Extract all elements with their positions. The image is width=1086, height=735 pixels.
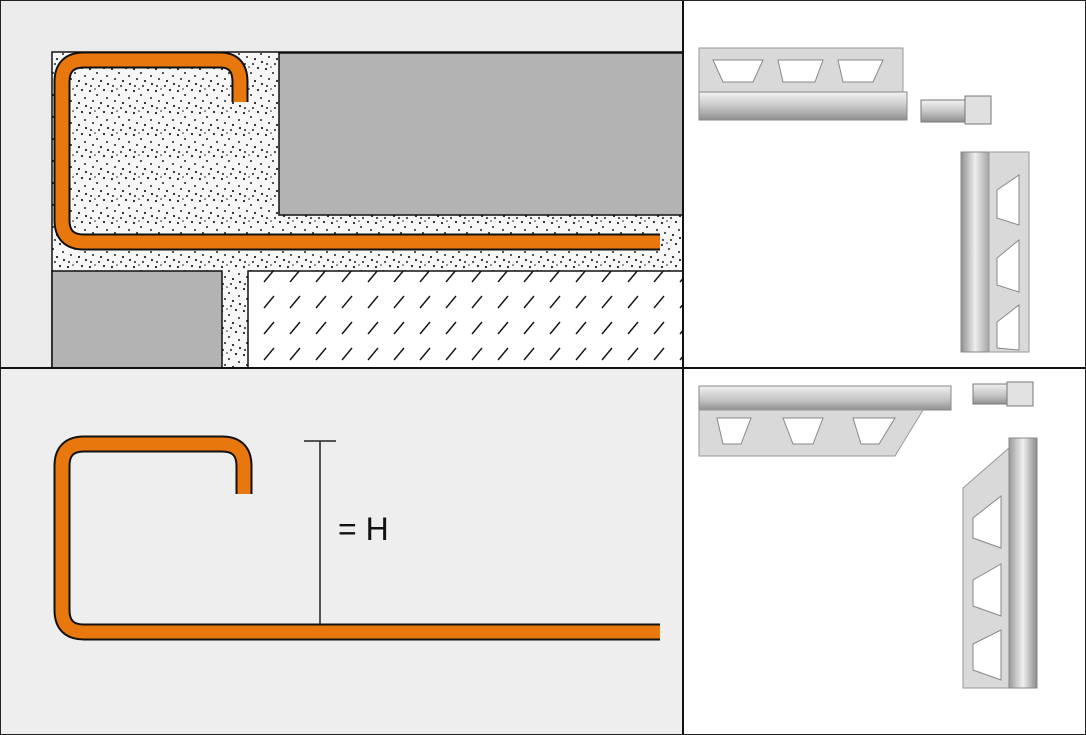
installation-section-drawing	[51, 51, 683, 368]
panel-divider-horizontal	[0, 367, 1086, 369]
profile-corner-photo-top	[698, 47, 1030, 353]
lower-tile	[51, 270, 223, 368]
profile-corner-photo-bottom	[698, 381, 1038, 689]
corner-piece	[920, 95, 992, 125]
vertical-profile	[960, 151, 1030, 353]
upper-tile	[278, 52, 683, 216]
horizontal-profile	[698, 385, 952, 457]
profile-dimension-panel: = H	[0, 368, 683, 735]
installation-section-panel	[0, 0, 683, 368]
corner-piece	[972, 381, 1034, 407]
product-photo-bottom	[683, 368, 1086, 735]
vertical-profile	[962, 437, 1038, 689]
substrate	[247, 270, 683, 368]
horizontal-profile	[698, 47, 908, 121]
profile-dimension-drawing: = H	[53, 435, 660, 641]
height-dimension-line	[304, 440, 336, 625]
height-label: = H	[338, 511, 389, 547]
product-photo-top	[683, 0, 1086, 368]
